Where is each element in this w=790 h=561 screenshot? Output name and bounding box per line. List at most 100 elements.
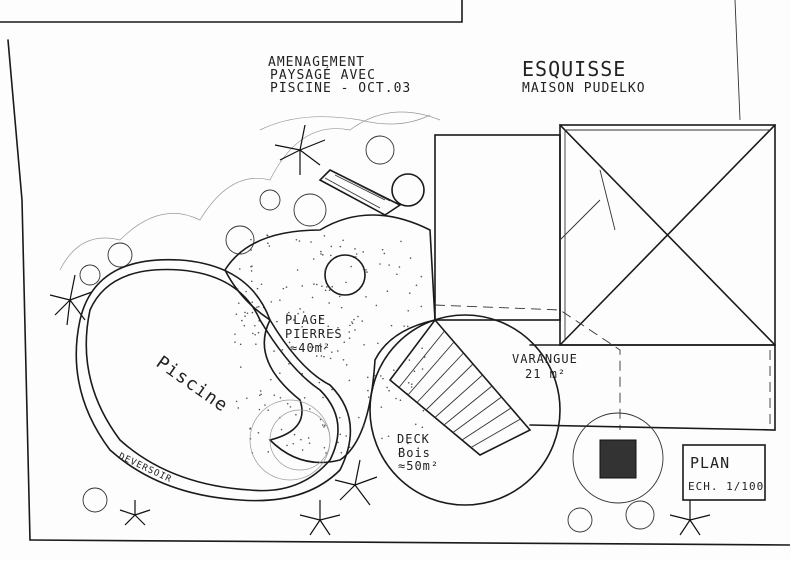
stipple-dot [345,364,348,366]
beach-area: ≈40m² [290,341,331,355]
stipple-dot [259,394,261,397]
wood-deck [369,314,561,506]
vegetation [49,111,711,536]
stipple-dot [382,377,384,380]
title-line-2: PAYSAGÉ AVEC [270,67,376,83]
stipple-dot [322,330,324,333]
stipple-dot [323,235,326,237]
stipple-dot [311,296,314,299]
veranda-area: 21 m² [525,367,566,381]
stipple-dot [337,326,339,329]
stipple-dot [408,359,411,361]
stipple-dot [337,350,339,352]
stipple-dot [268,245,271,247]
stipple-dot [421,426,424,429]
stipple-dot [362,251,365,253]
stipple-dot [410,386,413,388]
stipple-dot [365,295,367,298]
stipple-dot [319,317,322,319]
stipple-dot [323,424,326,427]
stipple-dot [301,449,304,451]
stipple-dot [293,433,296,436]
stipple-dot [348,379,351,382]
stipple-dot [415,284,418,287]
title-line-1: AMENAGEMENT [268,55,365,70]
deck-board [461,407,512,441]
stipple-dot [288,362,290,365]
stipple-dot [281,349,284,351]
stipple-dot [319,343,322,345]
stipple-dot [267,409,269,411]
stipple-dot [340,306,343,309]
stipple-dot [381,248,384,251]
stipple-dot [349,324,351,327]
stipple-dot [319,418,322,421]
stipple-dot [297,312,299,315]
stipple-dot [413,370,416,373]
stipple-dot [320,355,323,357]
stipple-dot [422,409,425,412]
deck-board [470,418,521,448]
stipple-dot [237,407,240,409]
stipple-dot [355,253,358,255]
plan-label: PLAN [690,454,730,472]
stipple-dot [340,451,343,454]
stipple-dot [362,425,365,428]
stipple-dot [374,374,376,377]
stipple-dot [338,295,341,298]
stipple-dot [310,241,312,243]
stipple-dot [330,254,332,257]
stipple-dot [250,270,253,272]
stipple-dot [267,242,269,245]
stipple-dot [238,268,241,270]
stipple-dot [257,305,260,308]
stipple-dot [366,271,368,273]
stipple-dot [312,258,315,260]
stipple-dot [367,396,370,398]
stipple-dot [285,286,288,288]
stipple-dot [388,389,390,392]
stipple-dot [315,355,318,357]
stipple-dot [351,322,354,325]
stipple-dot [327,325,330,328]
stipple-dot [320,345,323,348]
stipple-dot [388,264,390,266]
stipple-dot [345,281,347,284]
stipple-dot [280,428,283,431]
stipple-dot [328,289,331,291]
stipple-dot [244,311,246,314]
deck-board [407,341,455,396]
stipple-dot [320,253,322,255]
stipple-dot [348,337,351,339]
stipple-dot [250,238,252,241]
stipple-dot [289,406,292,408]
stipple-dot [239,366,242,368]
stipple-dot [254,333,256,336]
stipple-dot [257,431,260,434]
stipple-dot [266,234,269,237]
stipple-dot [256,287,259,290]
stipple-dot [260,283,263,286]
stipple-dot [380,406,383,408]
deck-board [398,330,445,388]
stipple-dot [354,329,356,331]
sketch-title: ESQUISSE [522,57,626,81]
stipple-dot [322,254,324,256]
stipple-dot [345,435,347,437]
stipple-dot [379,263,381,265]
stipple-dot [303,396,306,399]
stipple-dot [365,268,367,271]
stipple-dot [286,402,289,405]
stipple-dot [250,265,252,268]
stone-beach [224,214,436,464]
stipple-dot [322,396,324,399]
sketch-subtitle: MAISON PUDELKO [522,81,646,96]
stipple-dot [331,388,333,391]
stipple-dot [366,376,369,379]
stipple-dot [361,320,364,322]
stipple-dot [321,424,324,426]
stipple-dot [357,315,359,318]
stipple-dot [308,442,311,444]
stipple-dot [270,378,272,381]
